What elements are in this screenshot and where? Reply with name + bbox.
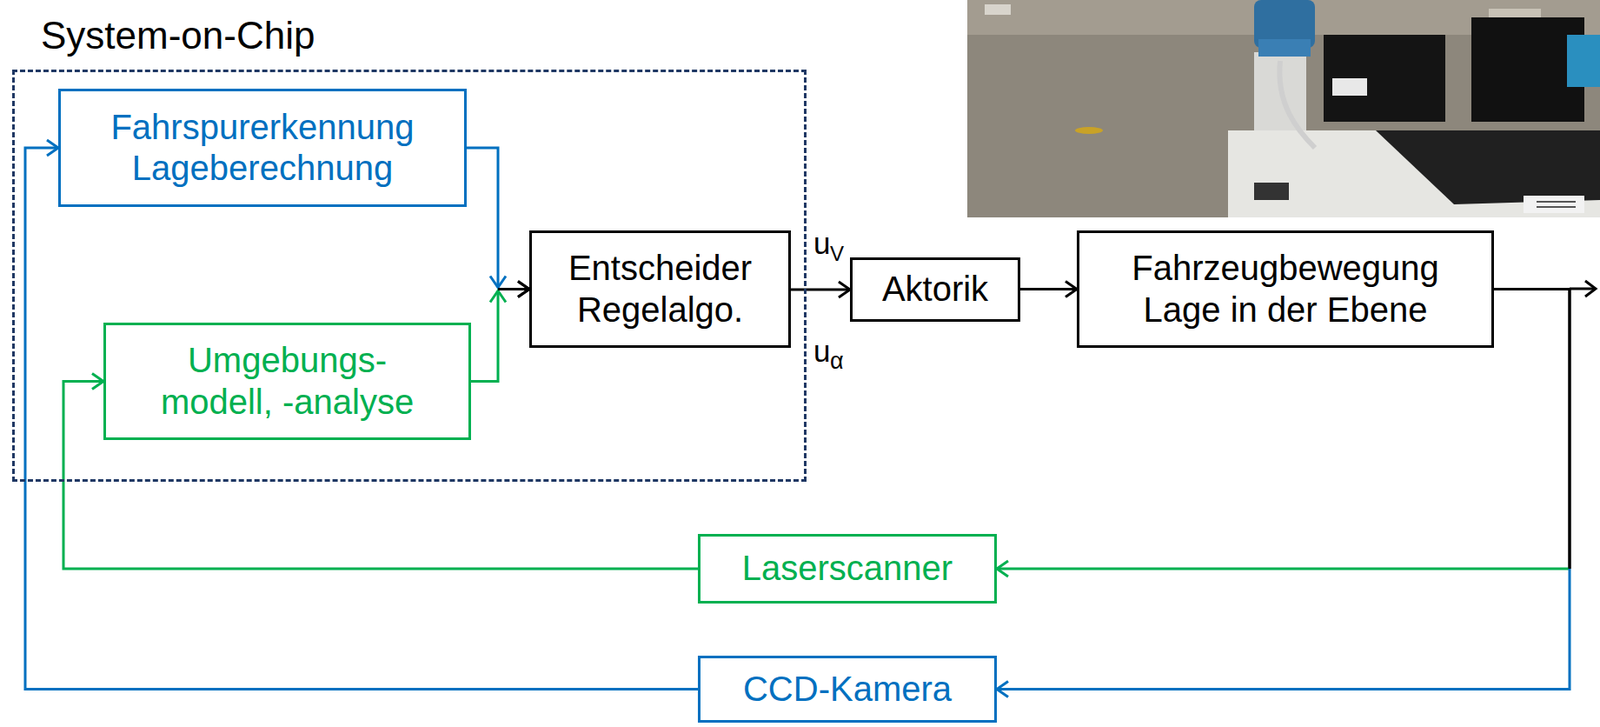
connector-line xyxy=(996,681,1009,698)
box-label: Fahrzeugbewegung Lage in der Ebene xyxy=(1094,247,1477,330)
signal-connector xyxy=(466,147,530,298)
connector-line xyxy=(1065,281,1077,298)
signal-subscript: V xyxy=(829,243,844,265)
signal-connector xyxy=(996,289,1570,698)
process-box: Umgebungs- modell, -analyse xyxy=(103,322,472,440)
connector-line xyxy=(497,287,530,291)
connector-line xyxy=(490,291,506,303)
sensor-box: Laserscanner xyxy=(697,533,997,604)
actuator-box: Aktorik xyxy=(849,257,1021,322)
signal-name: u xyxy=(813,335,830,366)
connector-line xyxy=(1493,289,1570,570)
box-label: Aktorik xyxy=(882,268,989,310)
connector-line xyxy=(517,281,530,298)
connector-line xyxy=(497,287,530,291)
connector-line xyxy=(46,139,59,156)
signal-name: u xyxy=(813,227,830,259)
process-box: Fahrspurerkennung Lageberechnung xyxy=(58,88,467,207)
sensor-box: CCD-Kamera xyxy=(697,655,997,723)
connector-line xyxy=(996,568,1570,690)
box-label: Fahrspurerkennung Lageberechnung xyxy=(71,106,454,189)
connector-line xyxy=(92,373,104,390)
group-heading: System-on-Chip xyxy=(40,13,315,59)
connector-line xyxy=(1020,287,1077,291)
connector-line xyxy=(996,560,1009,577)
signal-subscript: α xyxy=(829,349,844,373)
connector-line xyxy=(790,288,850,292)
connector-line xyxy=(838,281,850,298)
connector-line xyxy=(490,276,506,288)
signal-connector xyxy=(471,281,530,382)
plant-box: Fahrzeugbewegung Lage in der Ebene xyxy=(1076,230,1494,348)
connector-line xyxy=(471,291,498,382)
box-label: Entscheider Regelalgo. xyxy=(543,247,778,330)
controller-box: Entscheider Regelalgo. xyxy=(529,230,791,348)
signal-connector xyxy=(25,139,698,690)
signal-connector xyxy=(790,281,850,298)
signal-connector xyxy=(1020,281,1077,298)
box-label: CCD-Kamera xyxy=(743,668,952,710)
connector-line xyxy=(466,147,498,288)
soc-boundary: System-on-ChipFahrspurerkennung Lagebere… xyxy=(12,69,807,482)
connector-line xyxy=(25,147,698,690)
box-label: Laserscanner xyxy=(742,547,953,589)
connector-line xyxy=(1493,289,1570,570)
box-label: Umgebungs- modell, -analyse xyxy=(148,339,427,422)
connector-line xyxy=(996,567,1570,571)
